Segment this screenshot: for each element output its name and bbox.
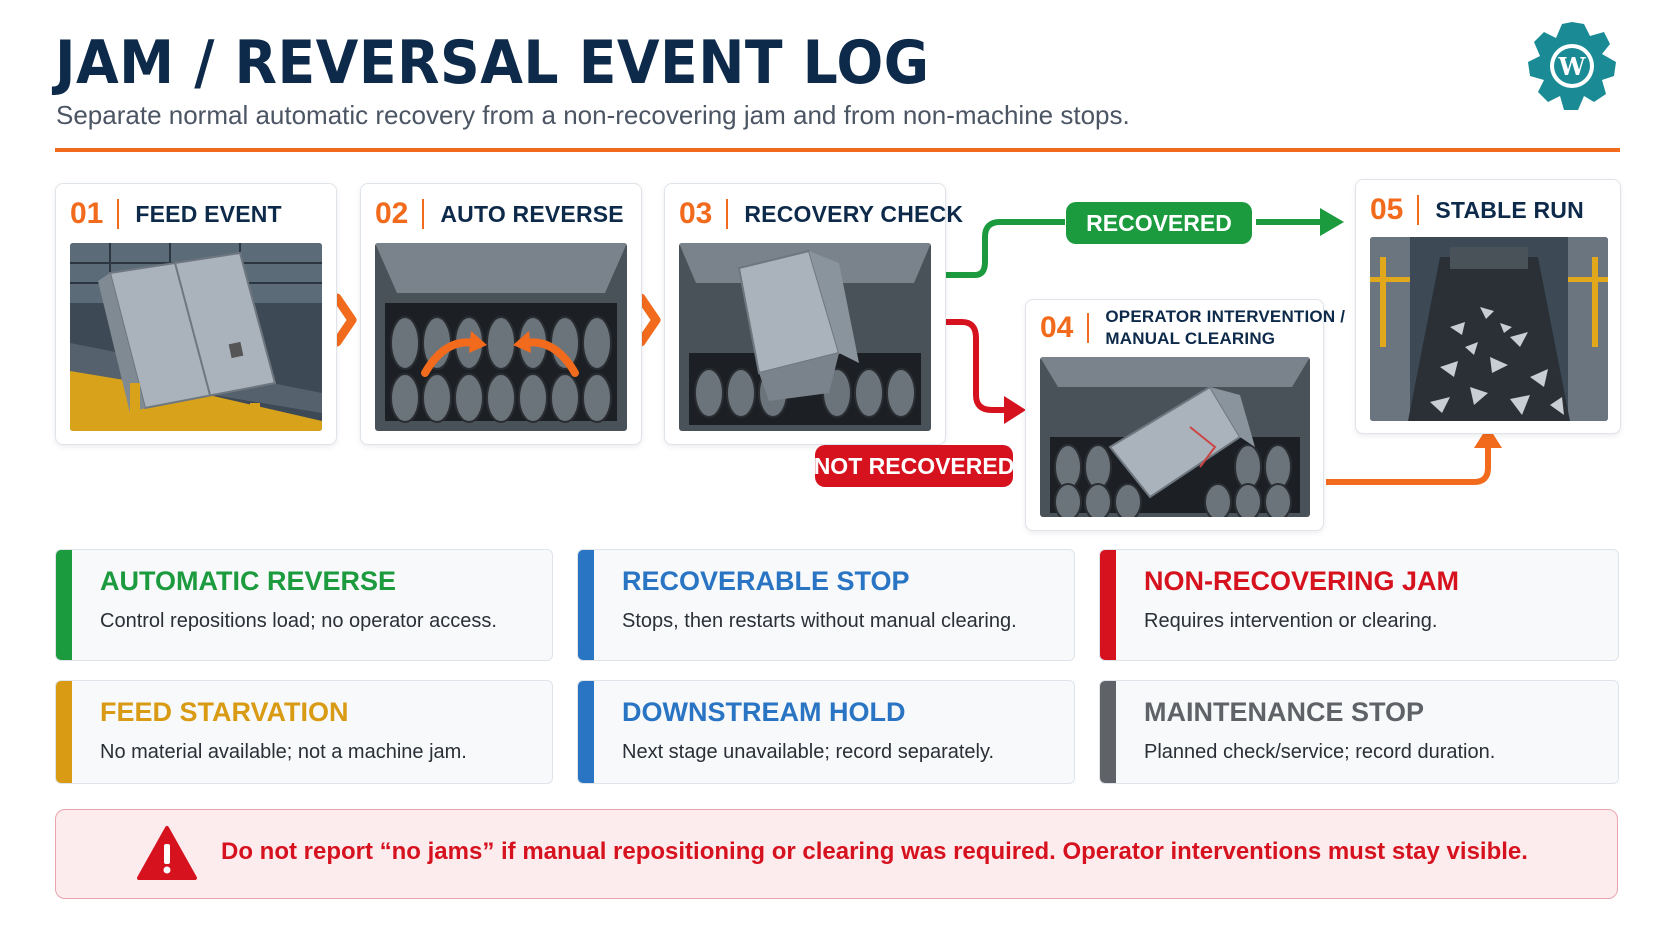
step-card-feed-event: 01 FEED EVENT (55, 183, 337, 445)
category-feed-starvation: FEED STARVATION No material available; n… (55, 680, 553, 784)
warning-triangle-icon (136, 824, 198, 882)
category-recoverable-stop: RECOVERABLE STOP Stops, then restarts wi… (577, 549, 1075, 661)
step-number: 04 (1040, 311, 1074, 344)
chevron-right-icon (636, 293, 661, 347)
category-description: No material available; not a machine jam… (100, 741, 467, 763)
header-divider (55, 148, 1620, 152)
stable-run-image (1370, 237, 1608, 421)
arrow-up-icon (1474, 426, 1502, 448)
category-maintenance-stop: MAINTENANCE STOP Planned check/service; … (1099, 680, 1619, 784)
page-title: JAM / REVERSAL EVENT LOG (55, 28, 930, 98)
step-label: RECOVERY CHECK (744, 200, 964, 227)
recovered-badge: RECOVERED (1066, 202, 1252, 244)
shredder-gear-logo-icon: W (1522, 16, 1622, 116)
chevron-right-icon (332, 293, 357, 347)
category-description: Control repositions load; no operator ac… (100, 610, 497, 632)
step-card-recovery-check: 03 RECOVERY CHECK (664, 183, 963, 445)
step-label-line: MANUAL CLEARING (1105, 329, 1276, 348)
step-number: 05 (1370, 193, 1404, 226)
category-title: RECOVERABLE STOP (622, 566, 910, 596)
category-description: Stops, then restarts without manual clea… (622, 610, 1017, 632)
warning-banner: Do not report “no jams” if manual reposi… (55, 809, 1618, 899)
not-recovered-path (945, 319, 1006, 413)
step-label-line: OPERATOR INTERVENTION / (1105, 307, 1346, 326)
manual-clearing-image (1040, 357, 1310, 517)
recovery-check-image (679, 243, 931, 431)
step-number: 01 (70, 197, 104, 230)
category-title: NON-RECOVERING JAM (1144, 566, 1460, 596)
step-number: 02 (375, 197, 409, 230)
category-description: Requires intervention or clearing. (1144, 610, 1438, 632)
category-downstream-hold: DOWNSTREAM HOLD Next stage unavailable; … (577, 680, 1075, 784)
warning-text: Do not report “no jams” if manual reposi… (221, 838, 1528, 865)
category-description: Next stage unavailable; record separatel… (622, 741, 995, 763)
category-title: AUTOMATIC REVERSE (100, 566, 397, 596)
logo-mark: W (1558, 52, 1587, 81)
step-label: OPERATOR INTERVENTION / MANUAL CLEARING (1105, 306, 1345, 350)
feed-event-image (70, 243, 322, 431)
step-number: 03 (679, 197, 713, 230)
category-description: Planned check/service; record duration. (1144, 741, 1496, 763)
category-automatic-reverse: AUTOMATIC REVERSE Control repositions lo… (55, 549, 553, 661)
arrow-right-icon (1320, 208, 1344, 236)
step-label: STABLE RUN (1435, 196, 1584, 223)
category-title: FEED STARVATION (100, 697, 349, 727)
auto-reverse-image (375, 243, 627, 431)
category-title: DOWNSTREAM HOLD (622, 697, 906, 727)
category-non-recovering-jam: NON-RECOVERING JAM Requires intervention… (1099, 549, 1619, 661)
step-card-auto-reverse: 02 AUTO REVERSE (360, 183, 642, 445)
recovered-path (945, 219, 1065, 278)
category-title: MAINTENANCE STOP (1144, 697, 1425, 727)
step-label: AUTO REVERSE (440, 200, 624, 227)
return-path (1326, 446, 1491, 485)
step-card-operator-intervention: 04 OPERATOR INTERVENTION / MANUAL CLEARI… (1025, 299, 1345, 531)
arrow-right-icon (1004, 396, 1026, 424)
page-subtitle: Separate normal automatic recovery from … (56, 100, 1130, 130)
step-label: FEED EVENT (135, 200, 282, 227)
step-card-stable-run: 05 STABLE RUN (1355, 179, 1621, 434)
not-recovered-badge: NOT RECOVERED (814, 445, 1014, 487)
